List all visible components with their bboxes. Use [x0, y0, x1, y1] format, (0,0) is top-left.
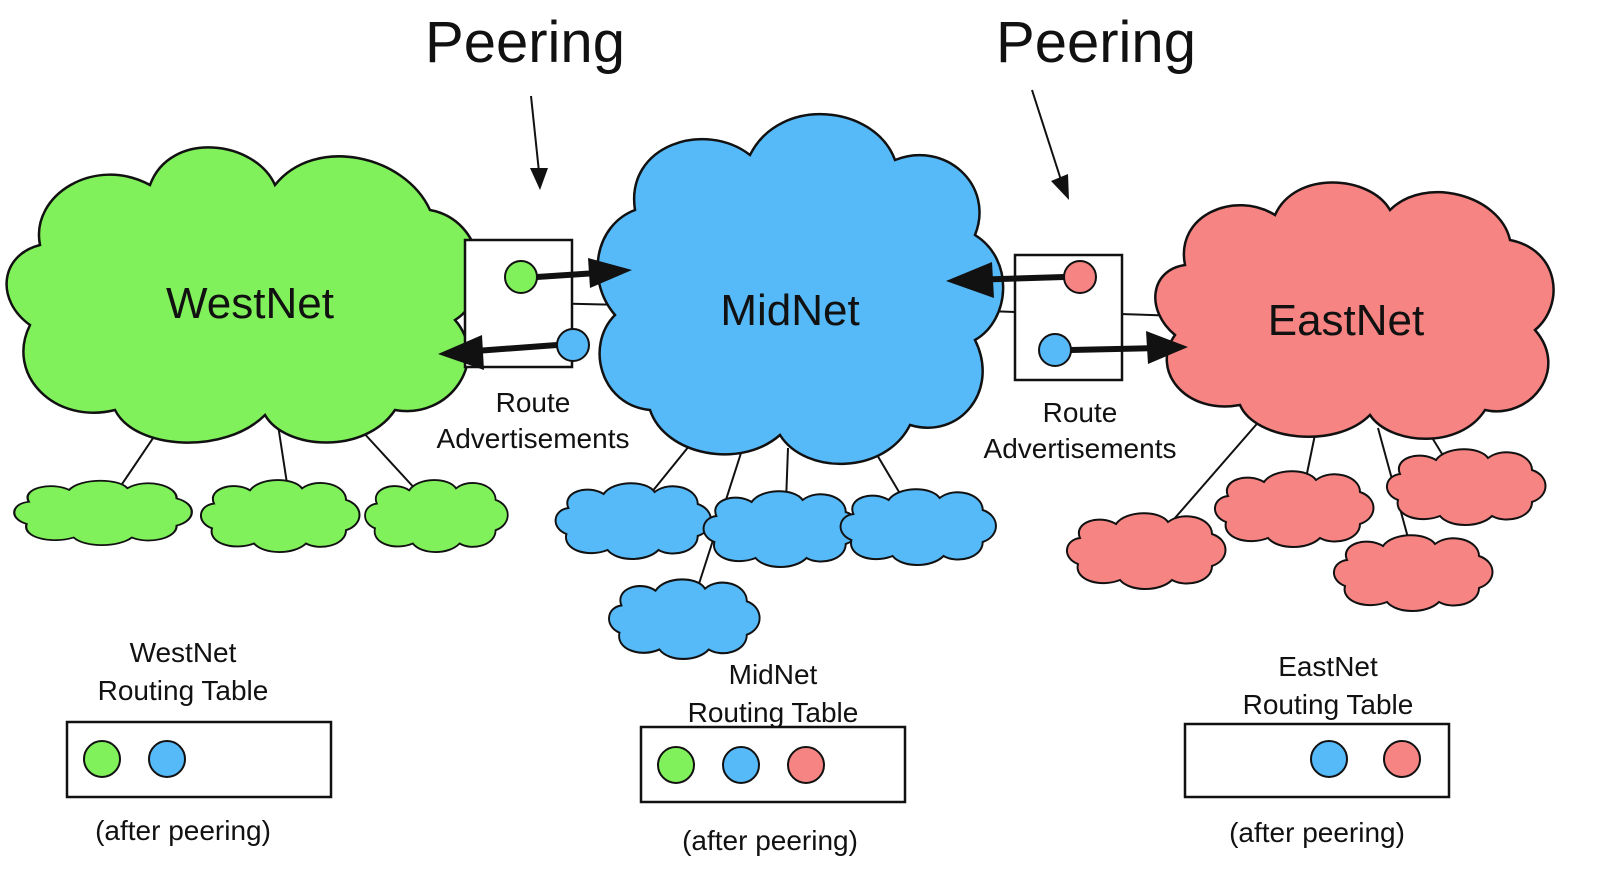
peering-label-east: Peering [996, 10, 1196, 75]
westnet-route-entry [657, 746, 695, 784]
mid-route-dot [556, 328, 590, 362]
eastnet-label: EastNet [1268, 296, 1425, 345]
route-advertisements-line1-west: Route [496, 387, 571, 418]
mid-route-dot [1038, 333, 1072, 367]
westnet-route-entry [83, 740, 121, 778]
midnet-label: MidNet [720, 286, 859, 335]
midnet-subnet-cloud [607, 578, 761, 661]
table-title-line2: Routing Table [98, 675, 269, 706]
eastnet-route-entry [787, 746, 825, 784]
peering-box-west [438, 238, 632, 370]
table-title-line1: EastNet [1278, 651, 1378, 682]
peering-pointer-east [1031, 89, 1069, 200]
midnet-subnet-cloud [702, 490, 860, 568]
midnet-subnet-cloud [839, 488, 997, 566]
table-title-line2: Routing Table [1243, 689, 1414, 720]
table-note: (after peering) [95, 815, 271, 846]
table-title-line1: MidNet [729, 659, 818, 690]
route-advertisements-line2-west: Advertisements [437, 423, 630, 454]
westnet-subnet-cloud [364, 479, 509, 553]
peering-label-west: Peering [425, 10, 625, 75]
table-note: (after peering) [1229, 817, 1405, 848]
table-title-line2: Routing Table [688, 697, 859, 728]
route-advertisements-line1-east: Route [1043, 397, 1118, 428]
westnet-routing-table: WestNet Routing Table (after peering) [65, 637, 333, 846]
eastnet-subnet-cloud [1332, 534, 1494, 612]
west-route-dot [504, 260, 538, 294]
eastnet-subnet-cloud [1385, 448, 1547, 526]
eastnet-subnet-cloud [1213, 470, 1375, 548]
westnet-subnet-cloud [13, 479, 193, 547]
eastnet-routing-table: EastNet Routing Table (after peering) [1183, 651, 1451, 848]
midnet-routing-table: MidNet Routing Table (after peering) [639, 659, 907, 856]
midnet-subnet-cloud [554, 482, 712, 560]
peering-box-east [946, 253, 1188, 382]
midnet-route-entry [148, 740, 186, 778]
route-advertisements-line2-east: Advertisements [984, 433, 1177, 464]
table-note: (after peering) [682, 825, 858, 856]
east-route-dot [1063, 260, 1097, 294]
westnet-label: WestNet [166, 279, 334, 328]
peering-pointer-west [530, 95, 548, 190]
eastnet-route-entry [1383, 740, 1421, 778]
midnet-route-entry [722, 746, 760, 784]
table-title-line1: WestNet [130, 637, 237, 668]
westnet-subnet-cloud [199, 479, 361, 554]
eastnet-subnet-cloud [1065, 512, 1227, 590]
midnet-route-entry [1310, 740, 1348, 778]
